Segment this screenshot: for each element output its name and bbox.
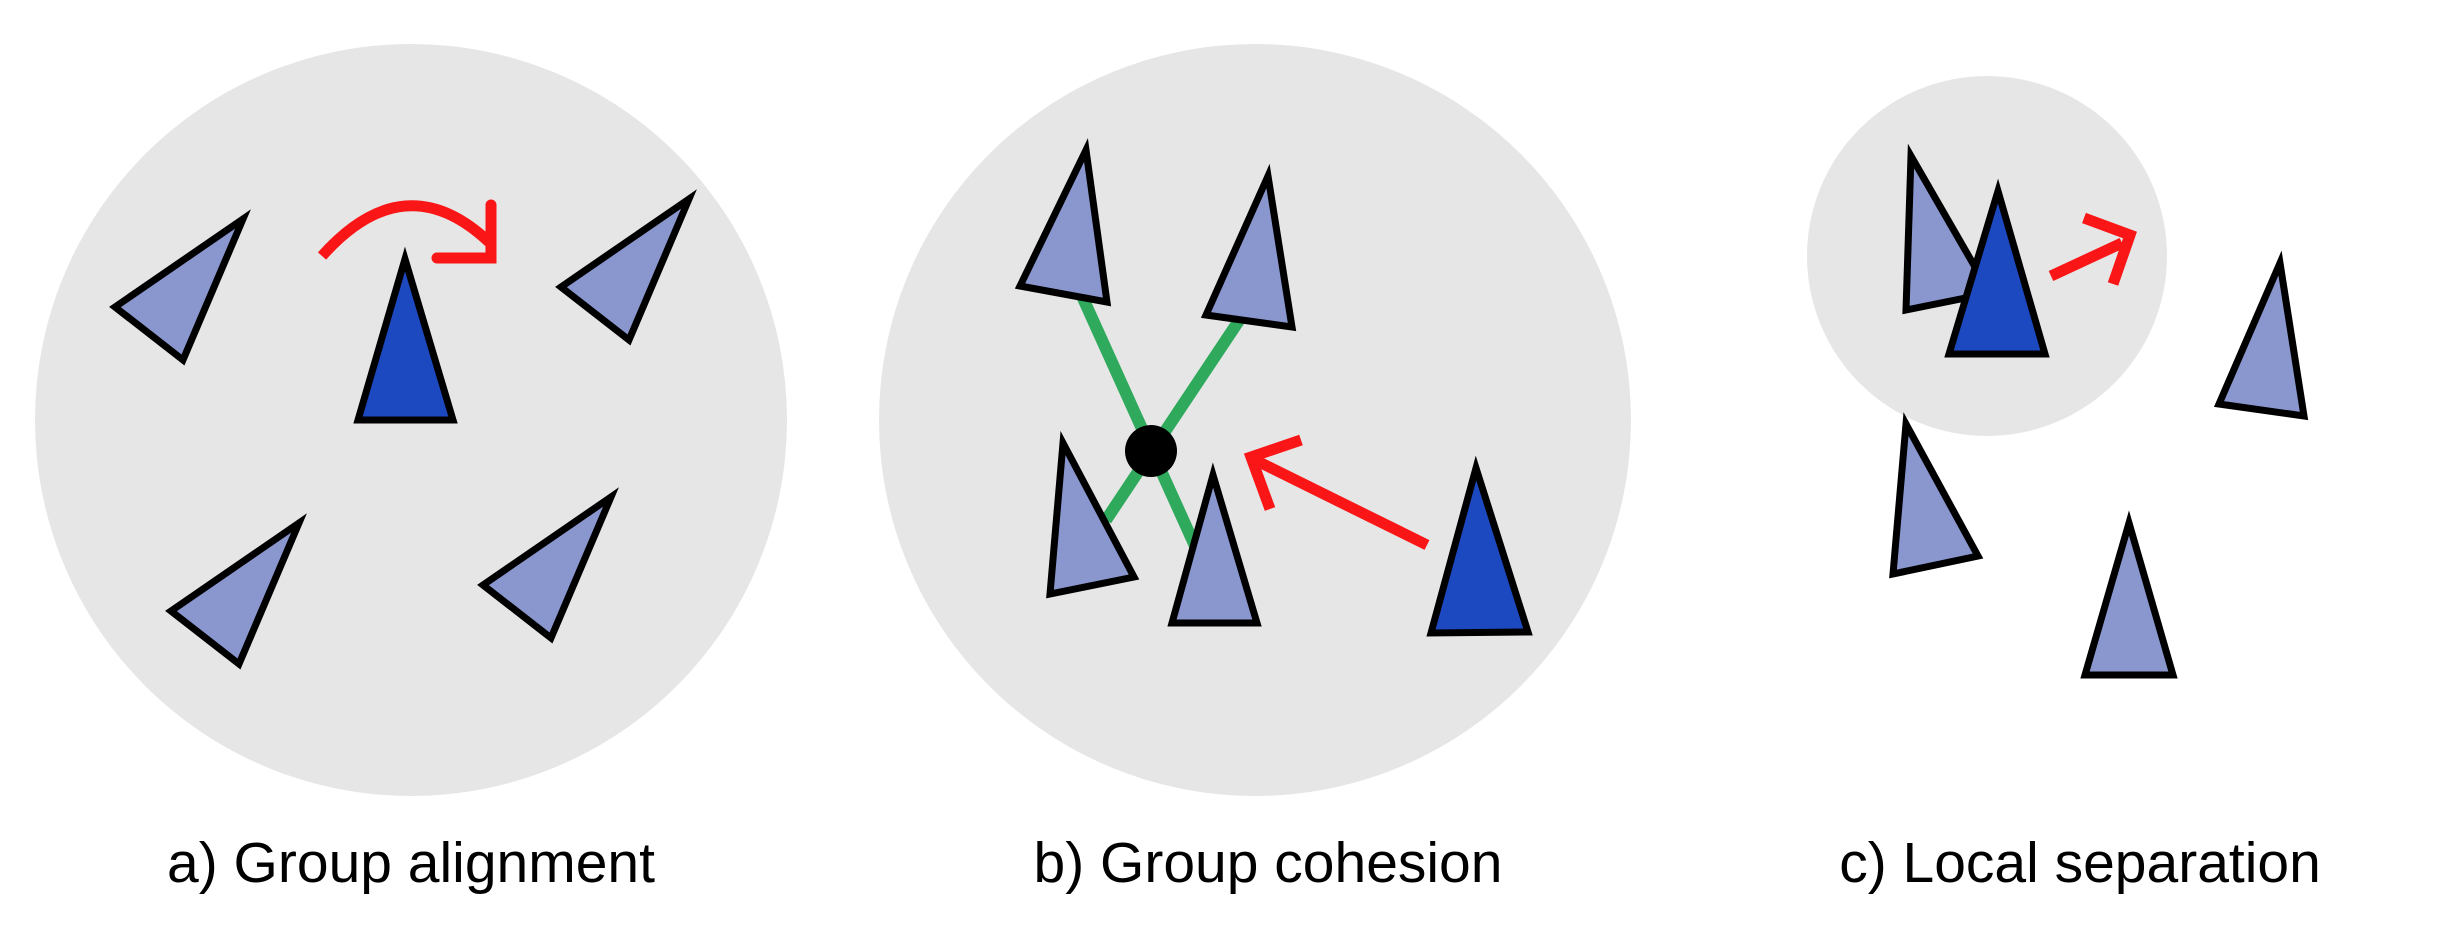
focal-boid [1944,178,2050,358]
neighbor-boid [165,513,307,670]
focal-boid [1426,455,1533,637]
steering-arrow [1243,434,1430,550]
neighbor-boid [1902,143,1996,315]
neighbor-boid [109,209,251,366]
panel-alignment: a) Group alignment [35,44,787,895]
neighbor-boid [1046,430,1140,599]
caption-separation: c) Local separation [1839,831,2321,895]
neighbor-boid [1014,138,1112,307]
panel-cohesion: b) Group cohesion [879,44,1631,895]
curved-turn-arrow [317,199,497,264]
neighbor-boid [477,487,619,644]
caption-cohesion: b) Group cohesion [1034,831,1503,895]
neighbor-boid [555,189,697,346]
steering-arrow [2048,212,2137,286]
cohesion-lines [1076,293,1245,560]
panel-separation: c) Local separation [1807,76,2321,895]
boid [1889,412,1984,579]
caption-alignment: a) Group alignment [167,831,655,895]
neighbor-boid [1167,462,1262,627]
center-of-mass-dot [1125,425,1177,477]
boid [2213,250,2309,421]
boid [2080,510,2178,679]
neighbor-boid [1200,163,1297,332]
neighborhood-circle [879,44,1631,796]
focal-boid [353,246,458,424]
